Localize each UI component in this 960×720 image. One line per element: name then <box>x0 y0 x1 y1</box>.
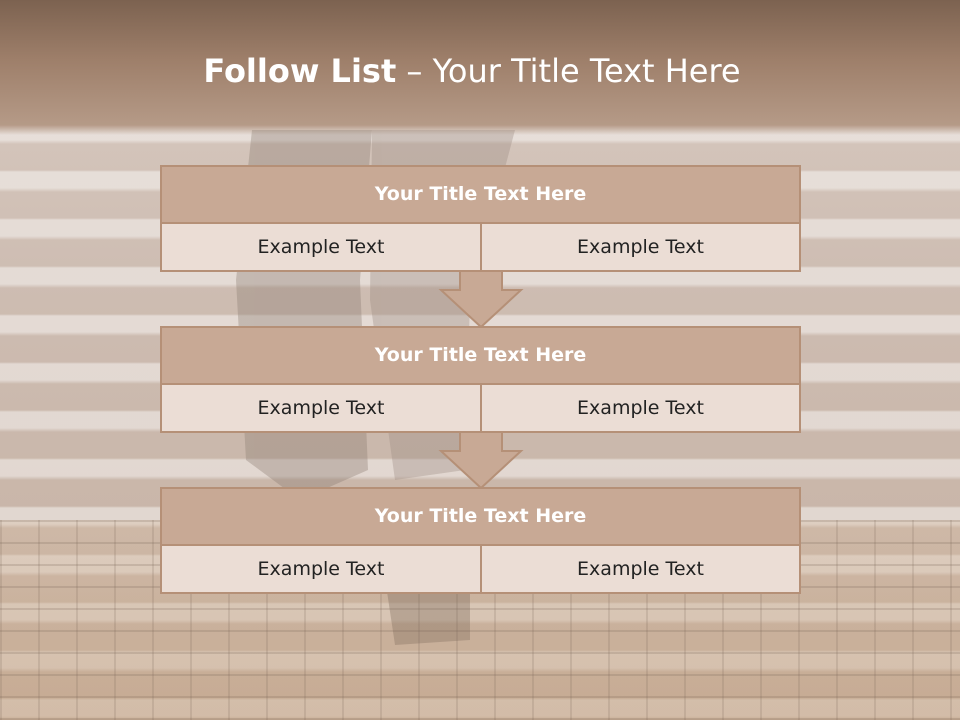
slide-title: Follow List – Your Title Text Here <box>0 52 944 90</box>
list-block-2: Your Title Text Here Example Text Exampl… <box>160 326 801 433</box>
block-title: Your Title Text Here <box>160 487 801 546</box>
block-cell-left: Example Text <box>160 544 482 594</box>
block-cell-left: Example Text <box>160 222 482 272</box>
block-cell-right: Example Text <box>480 544 801 594</box>
block-title: Your Title Text Here <box>160 165 801 224</box>
block-cell-left: Example Text <box>160 383 482 433</box>
block-cell-right: Example Text <box>480 222 801 272</box>
down-arrow-icon <box>438 270 524 329</box>
block-cell-right: Example Text <box>480 383 801 433</box>
block-title: Your Title Text Here <box>160 326 801 385</box>
down-arrow-icon <box>438 431 524 490</box>
slide-title-rest: – Your Title Text Here <box>396 52 741 90</box>
list-block-3: Your Title Text Here Example Text Exampl… <box>160 487 801 594</box>
list-block-1: Your Title Text Here Example Text Exampl… <box>160 165 801 272</box>
slide-title-bold: Follow List <box>203 52 397 90</box>
